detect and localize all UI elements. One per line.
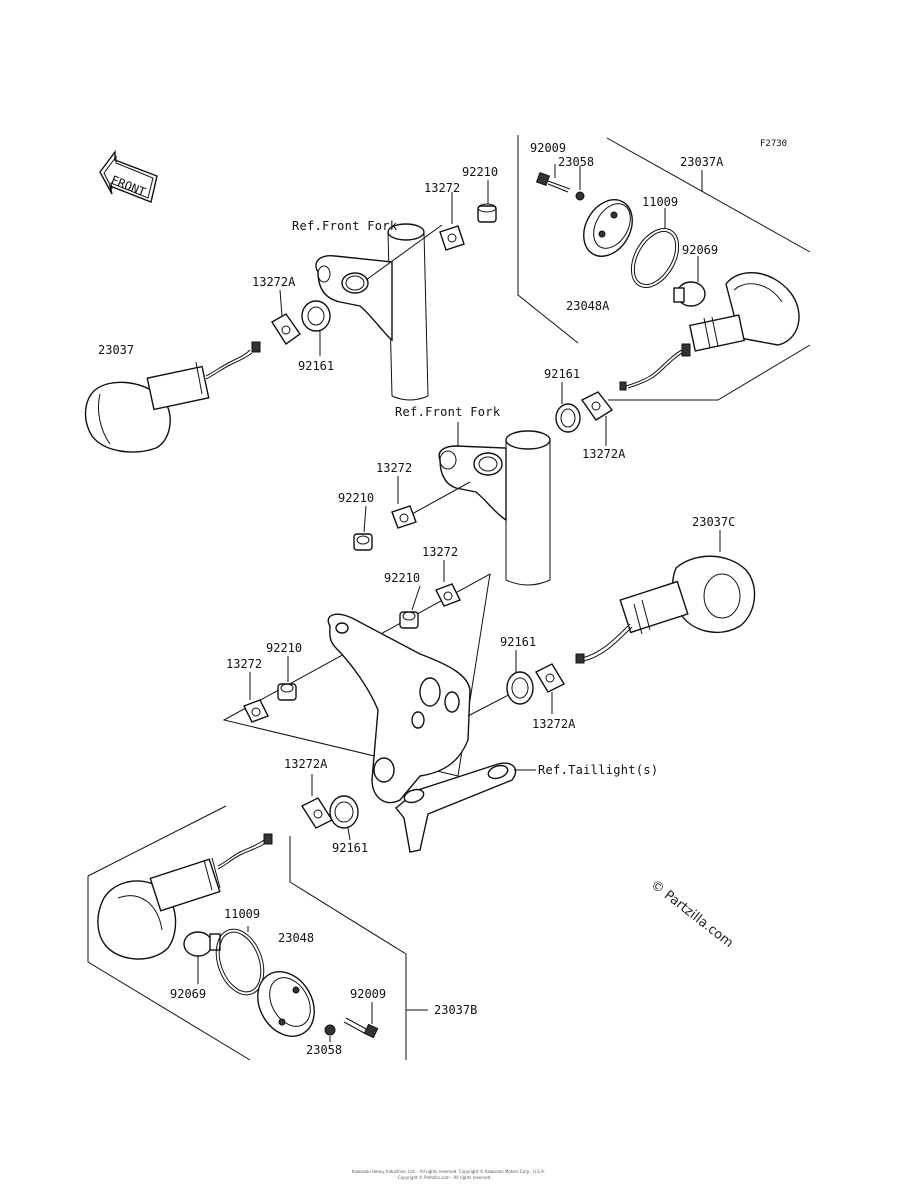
washer-13272A-d: [300, 774, 334, 829]
label-23058-bottom: 23058: [306, 1043, 342, 1057]
label-92161-a: 92161: [298, 359, 334, 373]
turn-signal-23037: [84, 341, 261, 453]
label-92161-b: 92161: [544, 367, 580, 381]
washer-13272-left: [243, 672, 269, 723]
footer-line-2: Copyright © Partzilla.com - All rights r…: [398, 1175, 492, 1180]
label-92009-bottom: 92009: [350, 987, 386, 1001]
label-23037B: 23037B: [434, 1003, 477, 1017]
label-23058-top: 23058: [558, 155, 594, 169]
label-92161-c: 92161: [500, 635, 536, 649]
group-23037A: [517, 135, 811, 401]
label-11009-top: 11009: [642, 195, 678, 209]
label-23037C: 23037C: [692, 515, 735, 529]
rear-bracket: [222, 573, 536, 853]
nut-92210-left: [277, 656, 297, 701]
nut-23058-top: [575, 166, 585, 201]
bolt-92009-bottom: [343, 1002, 379, 1039]
label-92210-d: 92210: [266, 641, 302, 655]
damper-92161-d: [329, 795, 359, 841]
part-labels: 92009 23058 23037A 11009 92069 23048A 92…: [98, 141, 735, 1057]
front-fork-top: [315, 223, 443, 401]
lens-holder-23048A: [583, 199, 633, 257]
label-13272A-b: 13272A: [582, 447, 626, 461]
washer-13272A-a: [271, 289, 301, 345]
watermark: © Partzilla.com: [648, 877, 736, 951]
label-92210-b: 92210: [338, 491, 374, 505]
label-23048: 23048: [278, 931, 314, 945]
nut-23058-bottom: [324, 1024, 336, 1042]
label-13272-d: 13272: [226, 657, 262, 671]
washer-13272-mid: [391, 476, 417, 529]
turn-signal-23037C: [575, 530, 756, 664]
label-23037A: 23037A: [680, 155, 724, 169]
washer-13272-lower: [435, 560, 461, 607]
footer-line-1: Kawasaki Heavy Industries, Ltd. - All ri…: [352, 1169, 545, 1174]
front-fork-mid: [411, 422, 551, 586]
front-arrow-icon: FRONT: [99, 149, 158, 203]
ref-taillight: Ref.Taillight(s): [538, 763, 658, 777]
label-13272A-a: 13272A: [252, 275, 296, 289]
label-92069-bottom: 92069: [170, 987, 206, 1001]
label-92069-top: 92069: [682, 243, 718, 257]
group-23037B: [87, 805, 428, 1061]
lens-holder-23048: [257, 971, 315, 1037]
label-92210-c: 92210: [384, 571, 420, 585]
label-23048A: 23048A: [566, 299, 610, 313]
washer-13272-top: [439, 192, 465, 251]
label-92009-top: 92009: [530, 141, 566, 155]
washer-13272A-c: [535, 663, 565, 714]
label-13272-a: 13272: [424, 181, 460, 195]
nut-92210-lower: [399, 585, 421, 629]
diagram-code: F2730: [760, 139, 787, 149]
label-13272-b: 13272: [376, 461, 412, 475]
label-13272-c: 13272: [422, 545, 458, 559]
o-ring-11009-top: [630, 208, 680, 288]
nut-92210-top: [477, 180, 497, 223]
label-92161-d: 92161: [332, 841, 368, 855]
label-13272A-c: 13272A: [532, 717, 576, 731]
label-13272A-d: 13272A: [284, 757, 328, 771]
bulb-92069-top: [673, 256, 706, 307]
damper-92161-c: [506, 650, 534, 705]
label-11009-bottom: 11009: [224, 907, 260, 921]
ref-front-fork-top: Ref.Front Fork: [292, 219, 398, 233]
damper-92161-b: [555, 382, 581, 433]
label-92210-a: 92210: [462, 165, 498, 179]
washer-13272A-b: [580, 391, 614, 446]
bolt-92009-top: [535, 164, 571, 193]
label-23037: 23037: [98, 343, 134, 357]
nut-92210-mid: [353, 505, 373, 551]
turn-signal-23037A: [619, 272, 800, 391]
bulb-92069-bottom: [183, 931, 221, 984]
damper-92161-a: [301, 300, 331, 356]
o-ring-11009-bottom: [215, 926, 265, 996]
ref-front-fork-mid: Ref.Front Fork: [395, 405, 501, 419]
turn-signal-23037B: [97, 833, 273, 960]
